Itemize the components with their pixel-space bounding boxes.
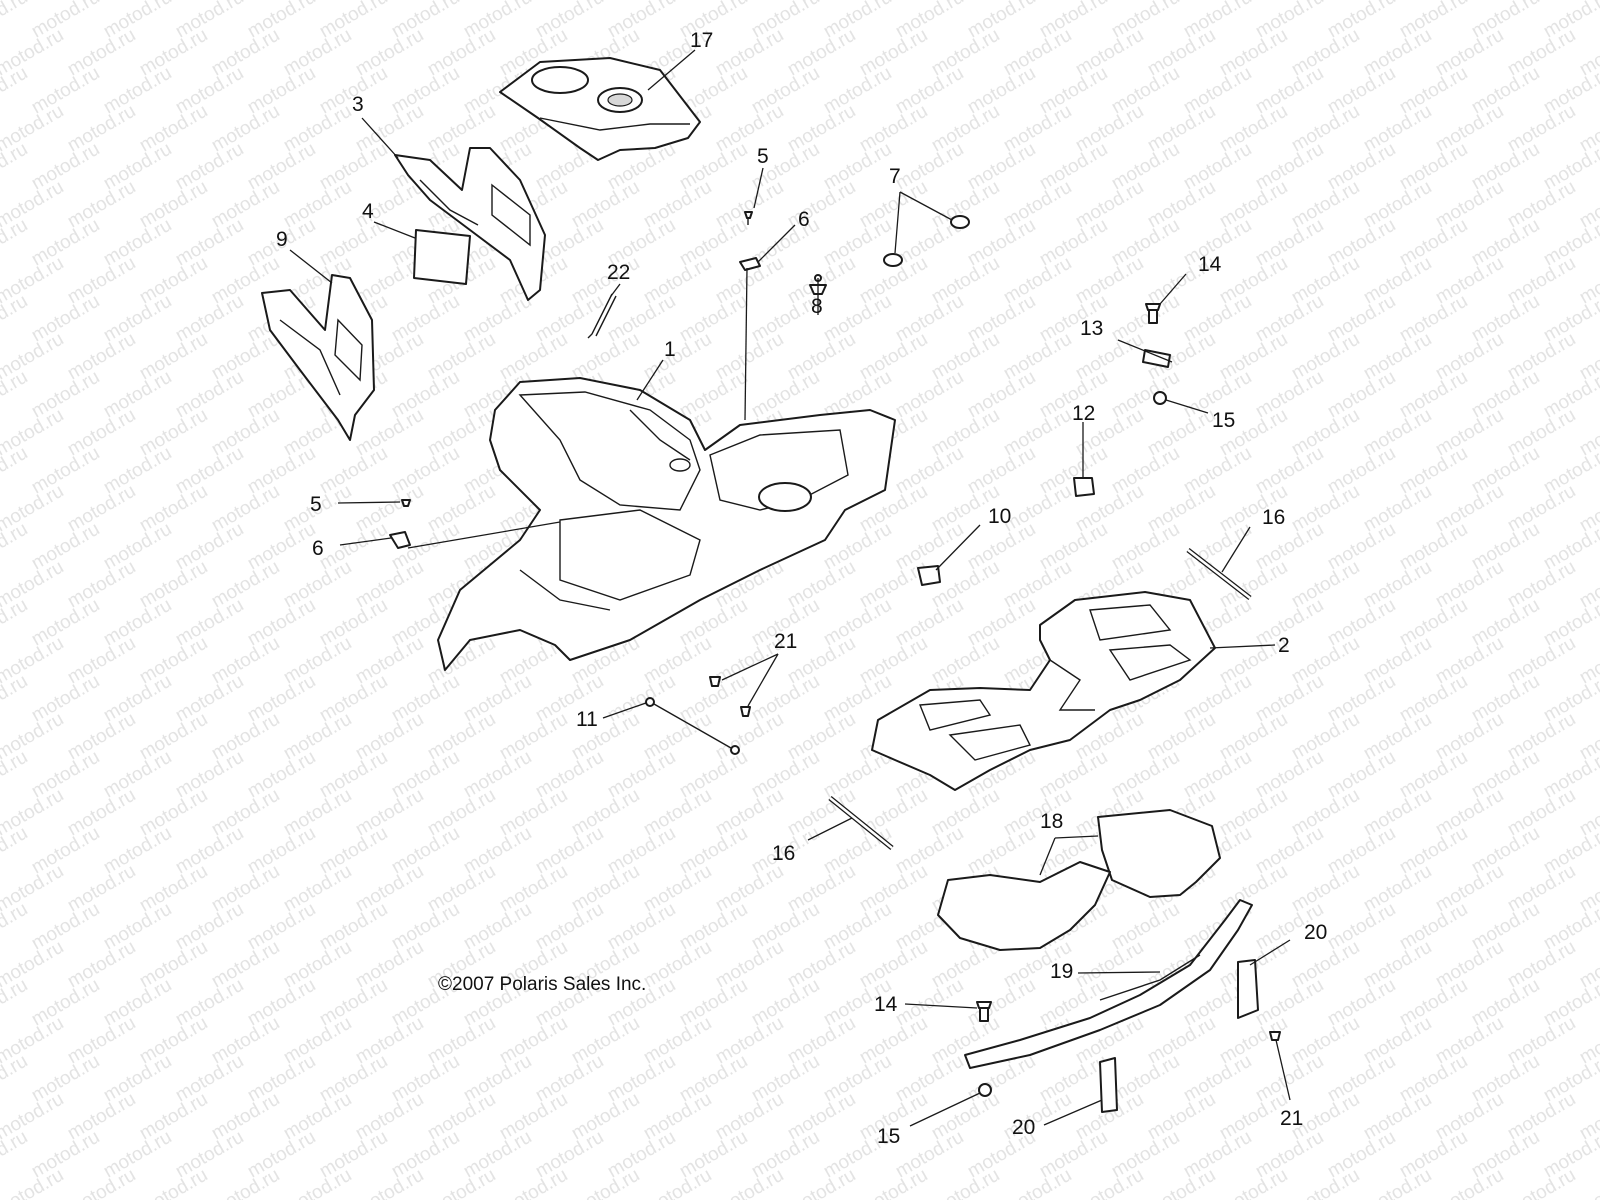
callout-12: 12: [1072, 402, 1095, 425]
watermark-text: motod.ru: [352, 1165, 427, 1200]
watermark-text: motod.ru: [928, 1165, 1003, 1200]
callout-6-left: 6: [312, 537, 324, 560]
callout-6-upper: 6: [798, 208, 810, 231]
watermark-text: motod.ru: [1432, 1165, 1507, 1200]
callout-20-right: 20: [1304, 921, 1327, 944]
part-11-cable: [645, 697, 740, 755]
part-9-side-panel: [261, 274, 375, 441]
watermark-text: motod.ru: [64, 1165, 139, 1200]
callout-13: 13: [1080, 317, 1103, 340]
callout-22: 22: [607, 261, 630, 284]
part-4-decal: [413, 229, 471, 285]
callout-labels: 17 3 4 9 5 6 7 8 22 1 5 6 10 12 13 14 15…: [276, 29, 1327, 1148]
callout-16-lower: 16: [772, 842, 795, 865]
watermark-text: motod.ru: [1072, 1165, 1147, 1200]
callout-7: 7: [889, 165, 901, 188]
callout-19: 19: [1050, 960, 1073, 983]
watermark-text: motod.ru: [0, 671, 31, 727]
watermark-text: motod.ru: [0, 443, 31, 499]
callout-3: 3: [352, 93, 364, 116]
watermark-text: motod.ru: [1144, 1165, 1219, 1200]
callout-21-middle: 21: [774, 630, 797, 653]
part-19-rail: [964, 899, 1253, 1069]
watermark-text: motod.ru: [1288, 1165, 1363, 1200]
watermark-text: motod.ru: [0, 291, 31, 347]
part-1-rear-body: [437, 377, 896, 671]
watermark-text: motod.ru: [856, 1165, 931, 1200]
part-18-mats: [937, 809, 1221, 951]
part-16-rods: [828, 548, 1252, 850]
watermark-text: motod.ru: [424, 1165, 499, 1200]
watermark-text: motod.ru: [0, 367, 31, 423]
watermark-text: motod.ru: [1216, 1165, 1291, 1200]
callout-14-upper: 14: [1198, 253, 1222, 276]
watermark-text: motod.ru: [1576, 1165, 1600, 1200]
callout-10: 10: [988, 505, 1011, 528]
watermark-text: motod.ru: [0, 63, 31, 119]
callout-16-upper: 16: [1262, 506, 1285, 529]
callout-4: 4: [362, 200, 374, 223]
watermark-text: motod.ru: [1360, 1165, 1435, 1200]
watermark-text: motod.ru: [496, 1165, 571, 1200]
watermark-text: motod.ru: [0, 1051, 31, 1107]
fasteners: [389, 211, 1281, 1097]
watermark-text: motod.ru: [208, 1165, 283, 1200]
watermark-text: motod.ru: [568, 1165, 643, 1200]
watermark-text: motod.ru: [784, 1165, 859, 1200]
callout-15-upper: 15: [1212, 409, 1235, 432]
callout-15-lower: 15: [877, 1125, 900, 1148]
watermark-text: motod.ru: [280, 1165, 355, 1200]
callout-20-lower: 20: [1012, 1116, 1035, 1139]
watermark-text: motod.ru: [1504, 1165, 1579, 1200]
callout-18: 18: [1040, 810, 1063, 833]
callout-2: 2: [1278, 634, 1290, 657]
copyright-notice: ©2007 Polaris Sales Inc.: [438, 974, 646, 995]
watermark-text: motod.ru: [0, 747, 31, 803]
watermark-text: motod.ru: [640, 1165, 715, 1200]
callout-8: 8: [811, 295, 823, 318]
callout-5-left: 5: [310, 493, 322, 516]
part-20-brackets: [1099, 959, 1259, 1113]
watermark-text: motod.ru: [0, 519, 31, 575]
watermark-text: motod.ru: [0, 975, 31, 1031]
callout-21-lower: 21: [1280, 1107, 1303, 1130]
callout-9: 9: [276, 228, 288, 251]
watermark-text: motod.ru: [0, 139, 31, 195]
watermark-text: motod.ru: [712, 1165, 787, 1200]
callout-14-lower: 14: [874, 993, 898, 1016]
watermark-text: motod.ru: [0, 595, 31, 651]
watermark-text: motod.ru: [0, 823, 31, 879]
callout-5-upper: 5: [757, 145, 769, 168]
callout-17: 17: [690, 29, 713, 52]
part-17-top-cover: [499, 57, 701, 161]
callout-11: 11: [576, 708, 598, 731]
watermark-text: motod.ru: [0, 215, 31, 271]
watermark-text: motod.ru: [0, 0, 31, 42]
leader-lines: [289, 49, 1291, 1127]
part-2-floorboard: [871, 591, 1216, 791]
part-22-pin: [587, 293, 617, 339]
watermark-text: motod.ru: [1000, 1165, 1075, 1200]
watermark-text: motod.ru: [0, 899, 31, 955]
watermark-text: motod.ru: [1576, 0, 1600, 4]
callout-1: 1: [664, 338, 676, 361]
watermark-text: motod.ru: [136, 1165, 211, 1200]
part-3-side-panel: [394, 147, 546, 301]
watermark-text: motod.ru: [0, 1127, 31, 1183]
